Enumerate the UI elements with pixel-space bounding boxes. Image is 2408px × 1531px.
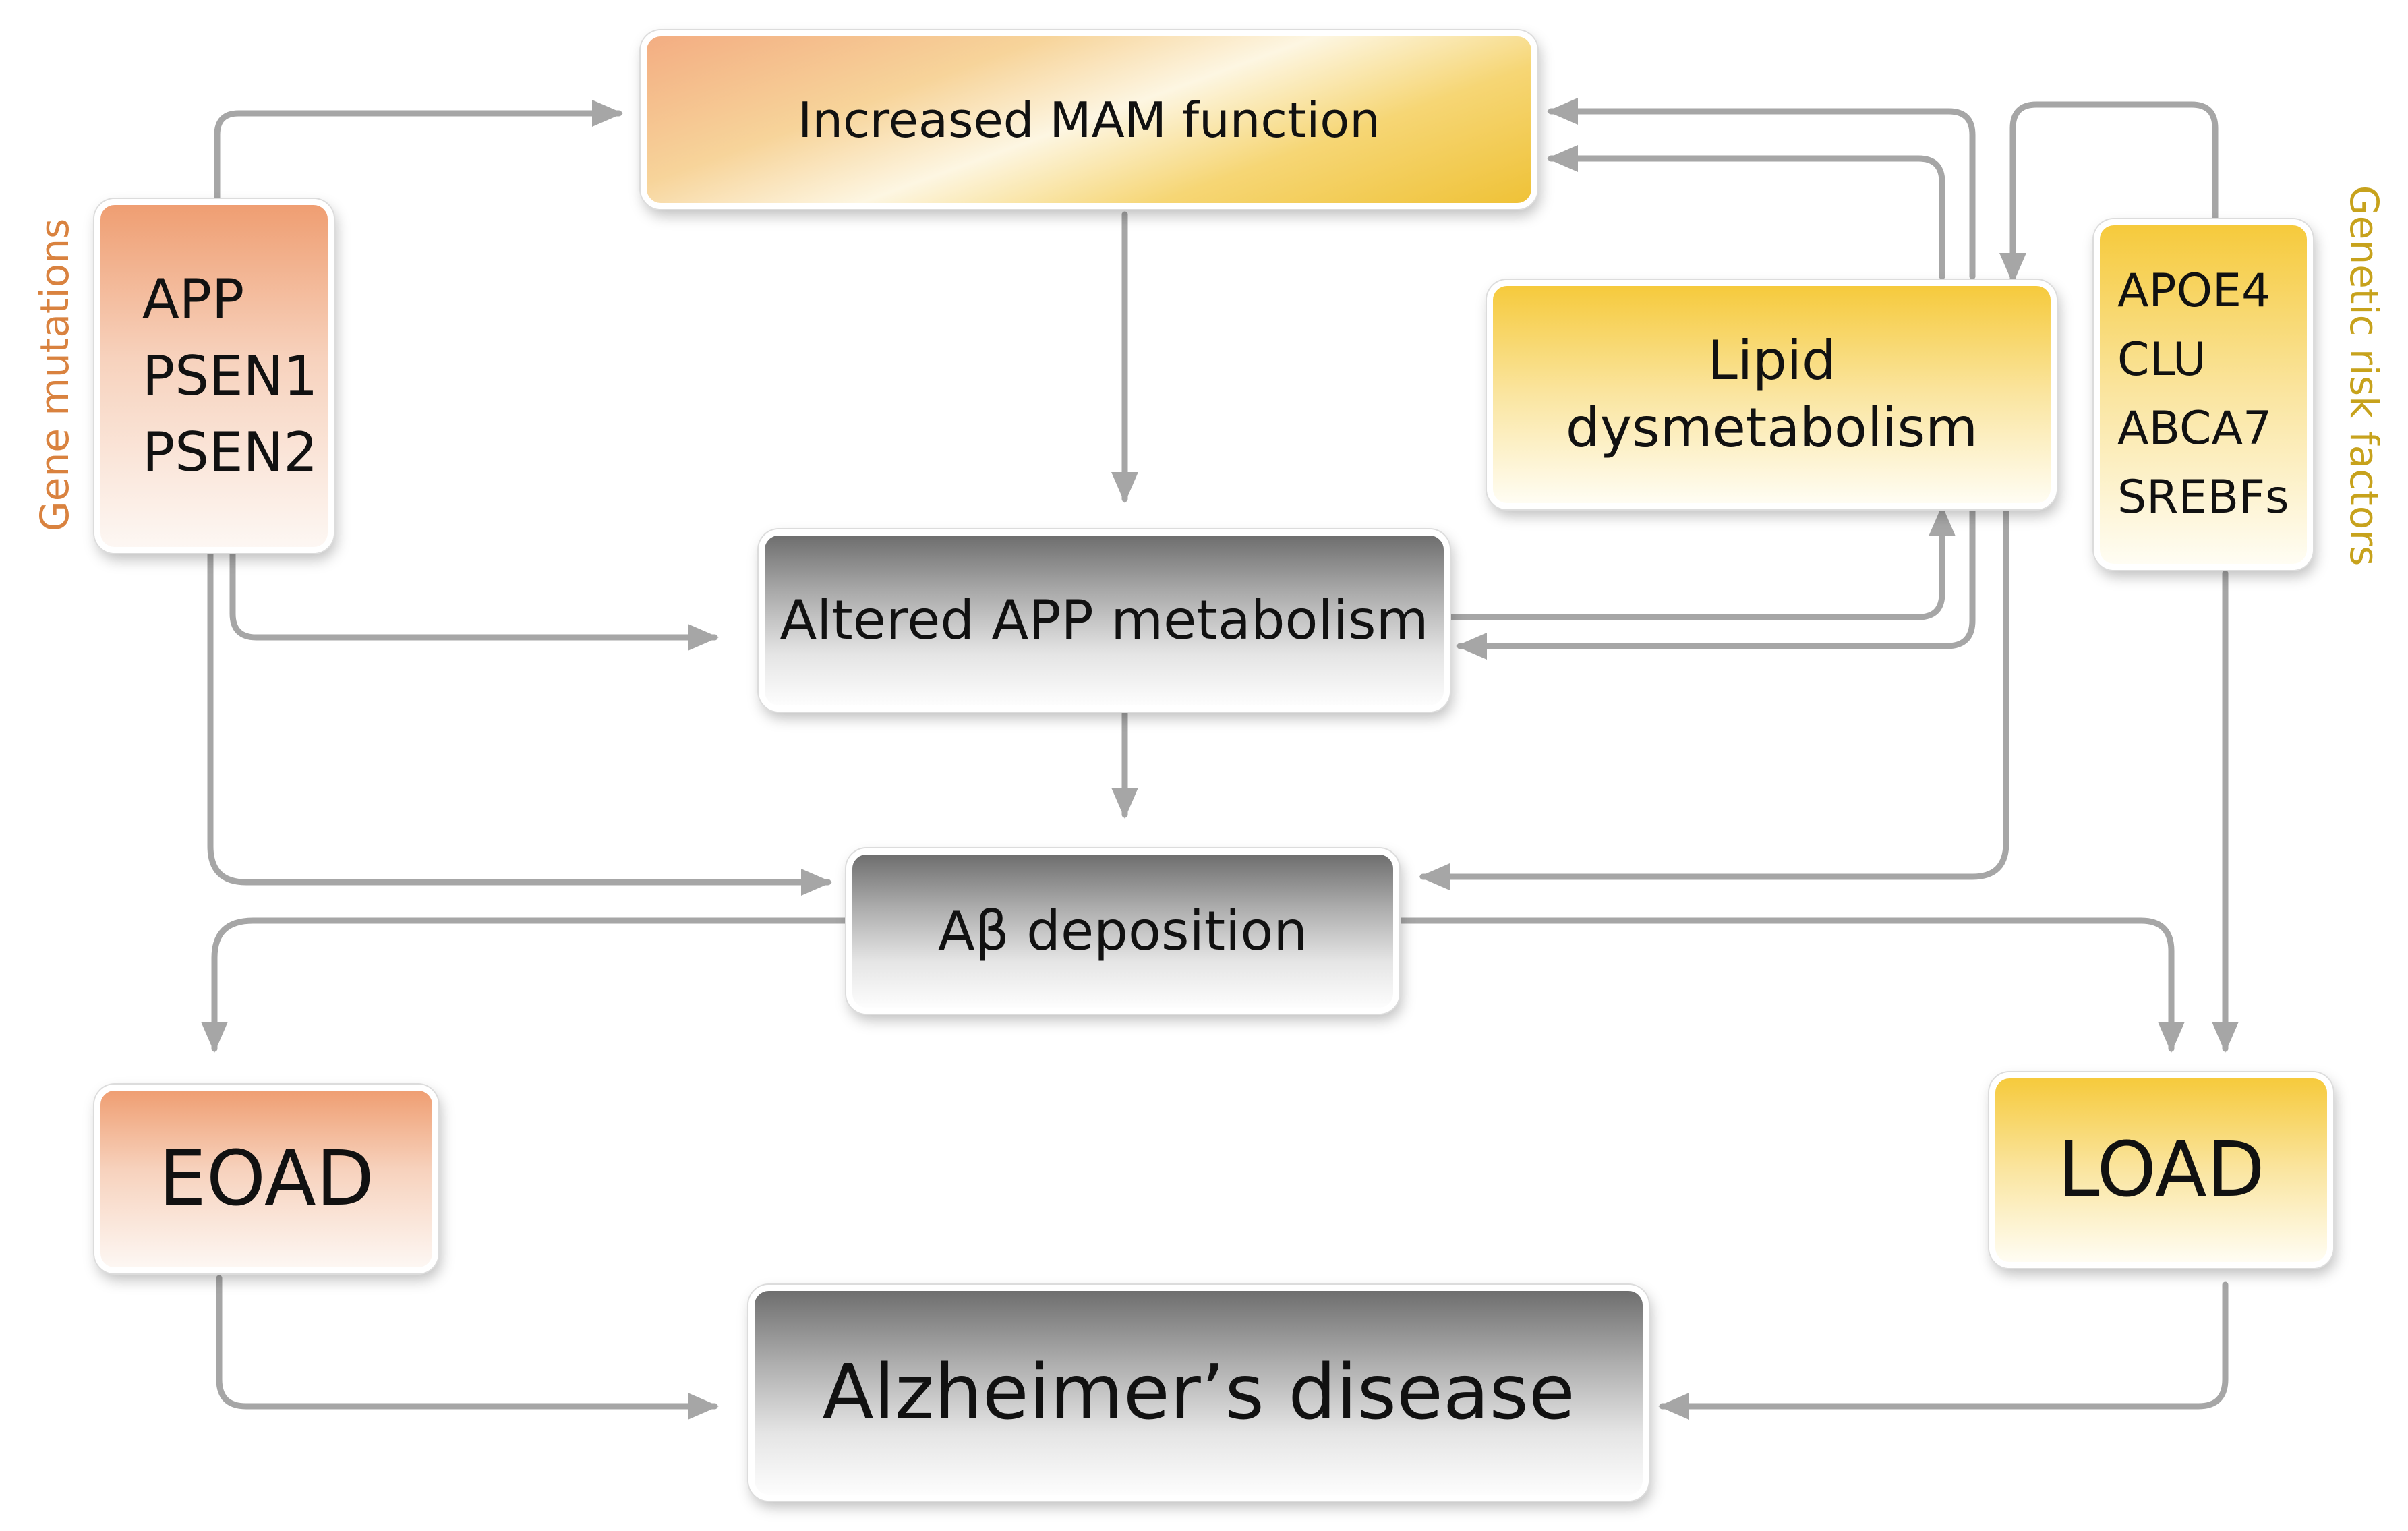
arrow-risk-factors-to-lipid: [1999, 101, 2219, 284]
arrow-load-to-alzheimers: [1658, 1281, 2229, 1420]
load-label: LOAD: [2057, 1126, 2265, 1214]
ab-deposition-box: Aβ deposition: [846, 848, 1399, 1014]
alzheimers-disease-box: Alzheimer’s disease: [748, 1285, 1649, 1501]
risk-apoe4-label: APOE4: [2117, 264, 2271, 318]
altered-app-metabolism-box: Altered APP metabolism: [759, 529, 1450, 712]
gene-psen2-label: PSEN2: [142, 421, 318, 484]
gene-mutations-label: Gene mutations: [32, 218, 78, 532]
risk-srebfs-label: SREBFs: [2117, 471, 2289, 524]
arrow-lipid-to-ab-deposition: [1419, 506, 2009, 890]
increased-mam-function-box: Increased MAM function: [641, 30, 1537, 209]
lipid-label-line2: dysmetabolism: [1565, 397, 1978, 459]
gene-app-label: APP: [142, 268, 245, 331]
genetic-risk-factors-label: Genetic risk factors: [2341, 185, 2387, 567]
risk-abca7-label: ABCA7: [2117, 402, 2272, 455]
ab-deposition-label: Aβ deposition: [937, 899, 1308, 962]
risk-clu-label: CLU: [2117, 333, 2206, 386]
lipid-dysmetabolism-box: Lipid dysmetabolism: [1487, 280, 2057, 509]
gene-psen1-label: PSEN1: [142, 344, 318, 407]
arrow-lipid-to-app-metabolism: [1456, 506, 1976, 660]
arrow-app-metabolism-to-lipid: [1448, 505, 1956, 620]
eoad-box: EOAD: [94, 1085, 438, 1273]
arrow-lipid-to-mam-upper: [1547, 98, 1976, 280]
genetic-risk-factors-box: APOE4 CLU ABCA7 SREBFs: [2094, 219, 2313, 570]
alzheimers-disease-label: Alzheimer’s disease: [822, 1349, 1575, 1437]
load-box: LOAD: [1989, 1072, 2333, 1268]
arrow-genes-to-app-metabolism: [229, 548, 719, 651]
arrow-genes-to-mam: [214, 100, 623, 206]
arrow-eoad-to-alzheimers: [216, 1275, 719, 1420]
eoad-label: EOAD: [158, 1135, 374, 1223]
increased-mam-function-label: Increased MAM function: [798, 91, 1380, 148]
arrow-ab-deposition-to-load: [1396, 917, 2185, 1053]
arrow-lipid-to-mam-lower: [1547, 145, 1945, 280]
arrow-genes-to-ab-deposition: [207, 548, 832, 896]
altered-app-metabolism-label: Altered APP metabolism: [780, 589, 1429, 652]
gene-mutations-box: APP PSEN1 PSEN2: [94, 199, 334, 553]
lipid-label-line1: Lipid: [1707, 329, 1836, 392]
arrow-ab-deposition-to-eoad: [201, 917, 850, 1053]
